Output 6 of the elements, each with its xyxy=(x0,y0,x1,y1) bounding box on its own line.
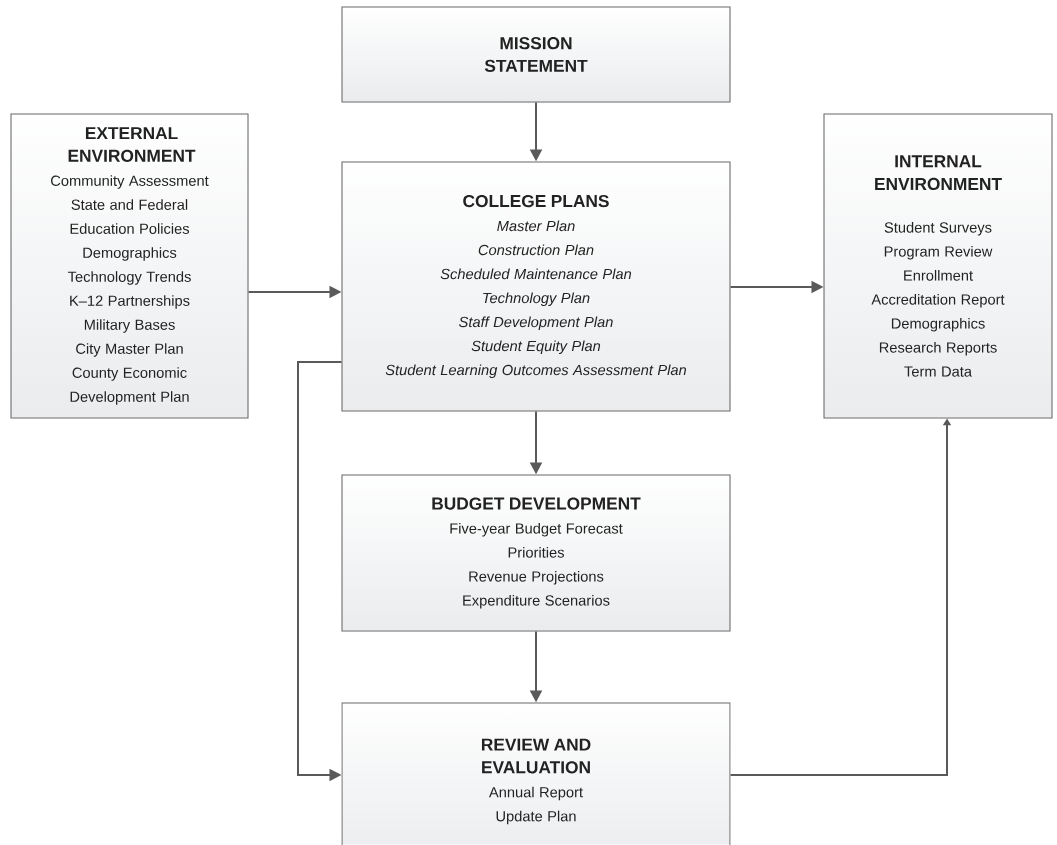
process-box: INTERNAL ENVIRONMENT Student Surveys Program Review Enrollment Accreditation Report Demographics Research Reports Term Data xyxy=(823,113,1053,419)
process-box: EXTERNAL ENVIRONMENT Community Assessment State and Federal Education Policies Demographics Technology Trends K–12 Partnerships Military Bases City Master Plan County Economic Development Plan xyxy=(10,113,249,419)
process-box: COLLEGE PLANS Master Plan Construction Plan Scheduled Maintenance Plan Technology Plan Staff Development Plan Student Equity Plan Student Learning Outcomes Assessment Plan xyxy=(341,161,731,412)
process-box: MISSION STATEMENT xyxy=(341,6,731,103)
process-box: BUDGET DEVELOPMENT Five-year Budget Forecast Priorities Revenue Projections Expenditure Scenarios xyxy=(341,474,731,632)
process-box: REVIEW AND EVALUATION Annual Report Update Plan xyxy=(341,702,731,845)
